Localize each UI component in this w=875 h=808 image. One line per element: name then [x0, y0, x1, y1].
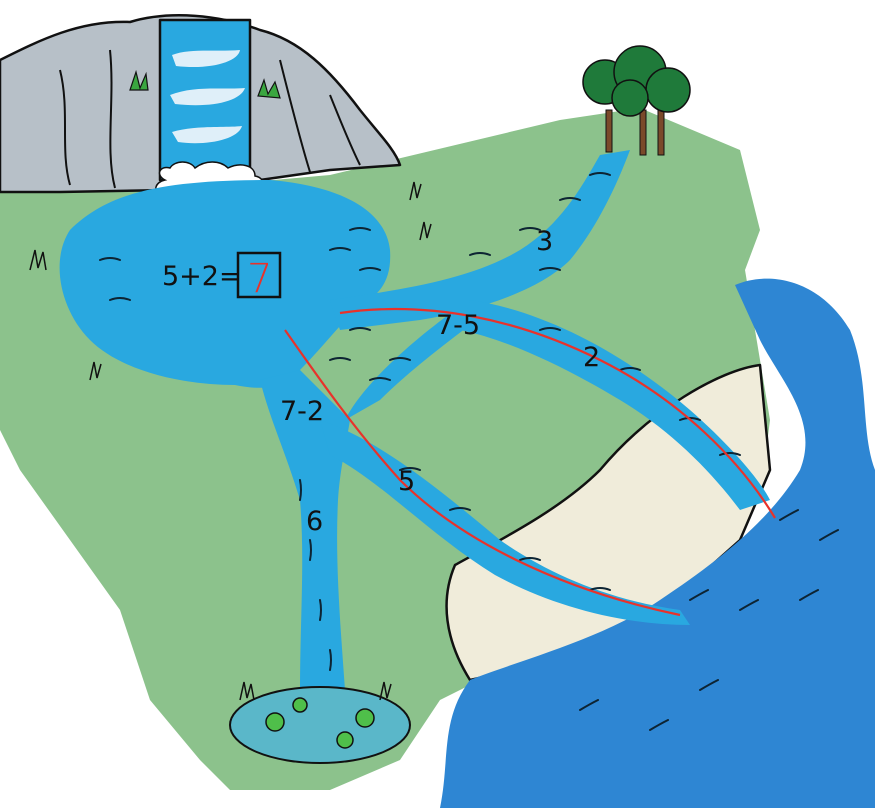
rock-crack [59, 49, 361, 189]
pool [59, 180, 391, 388]
connector [345, 310, 490, 420]
waterfall-streak [170, 88, 245, 106]
lily-pads [265, 697, 375, 749]
answer-box[interactable] [236, 251, 282, 299]
tree-group [582, 45, 691, 156]
equation-label: 5+2= [162, 261, 242, 292]
sea [440, 278, 875, 808]
branch-label-middle-expr: 7-5 [436, 310, 480, 341]
highlight-path-lower [284, 329, 681, 617]
rock-plant-right [257, 78, 281, 99]
river-system [59, 150, 770, 764]
answer-value: 7 [247, 256, 272, 302]
branch-label-lower-right-a: 2 [583, 342, 600, 373]
branch-label-lower-right-b: 5 [398, 466, 415, 497]
branch-label-bottom: 6 [306, 506, 323, 537]
rock-plant-left [129, 69, 149, 91]
answer-paths [284, 308, 776, 617]
branch-label-upper-right: 3 [536, 226, 553, 257]
small-pond [229, 686, 411, 764]
branch-label-left-expr: 7-2 [280, 396, 324, 427]
left-stream [260, 370, 350, 690]
highlight-path-upper [339, 308, 776, 519]
waterfall-streak [172, 50, 240, 68]
ripples [99, 172, 839, 731]
waterfall-streak [172, 126, 242, 144]
branch-to-sea-lower [320, 420, 690, 625]
upper-branch [330, 150, 630, 330]
grass-tufts [29, 181, 432, 701]
branch-to-sea-upper [460, 300, 770, 510]
